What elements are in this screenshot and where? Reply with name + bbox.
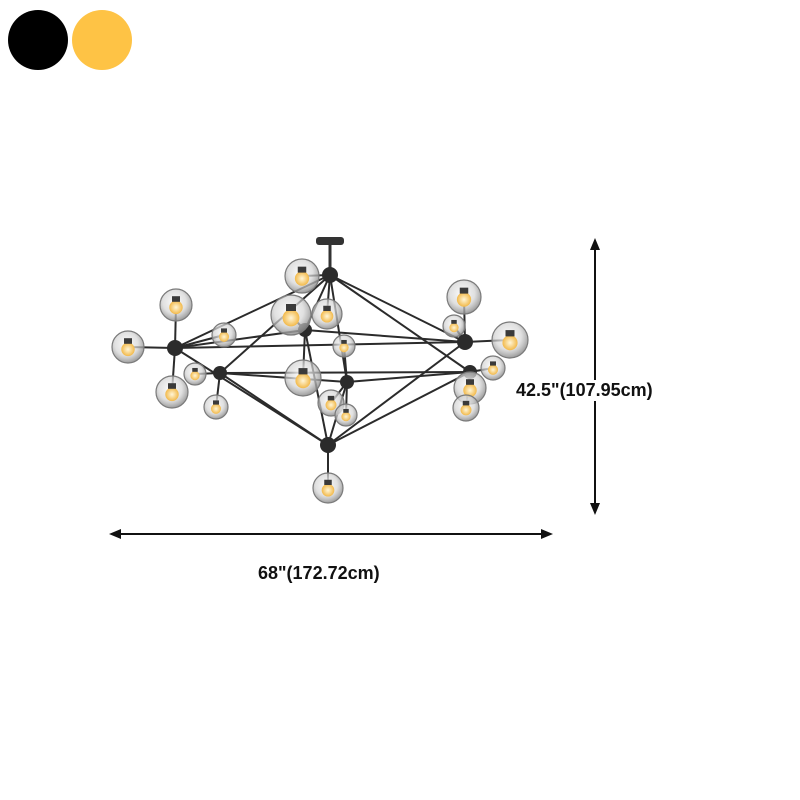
glass-globe (312, 472, 344, 504)
glass-globe (480, 355, 506, 381)
glass-globe (311, 298, 343, 330)
glass-globe (332, 334, 356, 358)
glass-globe (284, 258, 320, 294)
frame-joints (167, 267, 477, 453)
glass-globe (284, 359, 322, 397)
height-dimension-label: 42.5"(107.95cm) (514, 380, 655, 401)
glass-globe (452, 394, 480, 422)
glass-globes (111, 258, 529, 504)
width-arrow-icon (109, 529, 553, 539)
ceiling-canopy (316, 237, 344, 272)
color-swatch-black[interactable] (8, 10, 68, 70)
glass-globe (155, 375, 189, 409)
color-swatch-gold[interactable] (72, 10, 132, 70)
width-dimension-label: 68"(172.72cm) (258, 563, 380, 584)
glass-globe (183, 362, 207, 386)
glass-globe (203, 394, 229, 420)
glass-globe (159, 288, 193, 322)
glass-globe (442, 314, 466, 338)
glass-globe (270, 294, 312, 336)
glass-globe (211, 322, 237, 348)
glass-globe (491, 321, 529, 359)
glass-globe (446, 279, 482, 315)
height-arrow-icon (590, 238, 600, 515)
glass-globe (334, 403, 358, 427)
glass-globe (111, 330, 145, 364)
